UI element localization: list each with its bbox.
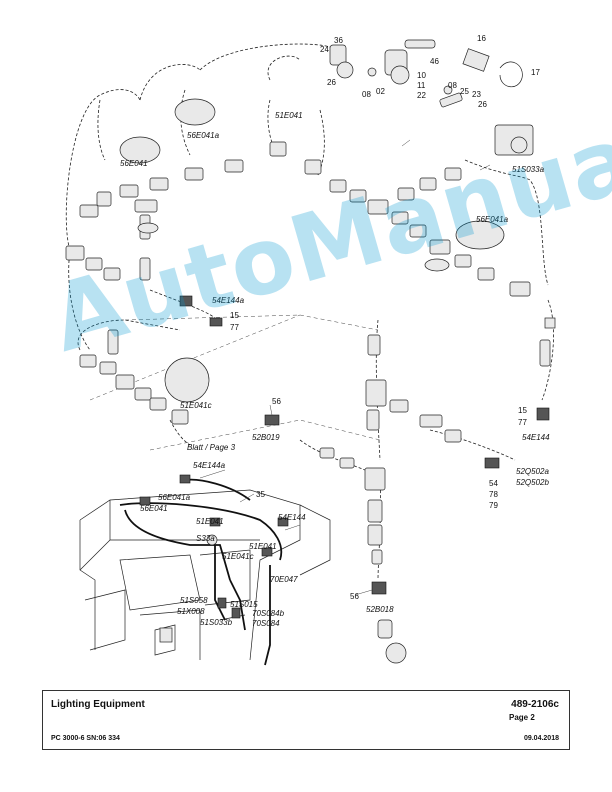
label-56E041: 56E041 (120, 159, 148, 168)
label-52B019: 52B019 (252, 433, 280, 442)
label-52B018: 52B018 (366, 605, 394, 614)
label-54E144-b: 54E144 (278, 513, 306, 522)
label-22: 22 (417, 91, 426, 100)
label-56-b: 56 (350, 592, 359, 601)
label-54E144a-b: 54E144a (193, 461, 226, 470)
label-35: 35 (256, 490, 265, 499)
model-serial: PC 3000-6 SN:06 334 (51, 735, 120, 742)
machine-body (79, 489, 331, 661)
label-08-b: 08 (448, 81, 457, 90)
parts-diagram: 36 24 26 46 10 11 22 08 02 16 17 08 25 2… (65, 34, 556, 666)
label-51S033a: 51S033a (512, 165, 545, 174)
label-51E041c: 51E041c (180, 401, 212, 410)
document-code: 489-2106c (511, 699, 559, 710)
label-51S033b: 51S033b (200, 618, 233, 627)
label-70E047: 70E047 (270, 575, 298, 584)
label-51X008: 51X008 (177, 607, 205, 616)
label-15: 15 (230, 311, 239, 320)
label-77-b: 77 (518, 418, 527, 427)
label-51S058: 51S058 (180, 596, 208, 605)
label-70S084b: 70S084b (252, 609, 285, 618)
label-51E041c-b: 51E041c (222, 552, 254, 561)
label-26-b: 26 (478, 100, 487, 109)
label-17: 17 (531, 68, 540, 77)
document-date: 09.04.2018 (523, 735, 559, 742)
label-10: 10 (417, 71, 426, 80)
label-51E041-c: 51E041 (249, 542, 277, 551)
label-51E041-b: 51E041 (196, 517, 224, 526)
label-77: 77 (230, 323, 239, 332)
label-26: 26 (327, 78, 336, 87)
label-S33a: S33a (196, 534, 215, 543)
label-23: 23 (472, 90, 481, 99)
upper-fitting-row (65, 141, 531, 297)
label-51S015: 51S015 (230, 600, 258, 609)
label-54E144: 54E144 (522, 433, 550, 442)
label-52Q502a: 52Q502a (516, 467, 549, 476)
small-parts-cluster (329, 39, 523, 108)
label-51E041: 51E041 (275, 111, 303, 120)
label-56E041a-b: 56E041a (158, 493, 191, 502)
label-54E144a: 54E144a (212, 296, 245, 305)
switch-box (494, 124, 534, 156)
label-78: 78 (489, 490, 498, 499)
label-52Q502b: 52Q502b (516, 478, 549, 487)
label-54: 54 (489, 479, 498, 488)
label-36: 36 (334, 36, 343, 45)
page-number: Page 2 (509, 713, 535, 722)
label-56: 56 (272, 397, 281, 406)
label-70S084: 70S084 (252, 619, 280, 628)
lower-fitting-row (79, 329, 462, 565)
label-25: 25 (460, 87, 469, 96)
label-46: 46 (430, 57, 439, 66)
wiring-harness (119, 474, 289, 666)
connectors (171, 295, 556, 664)
label-02: 02 (376, 87, 385, 96)
label-15-b: 15 (518, 406, 527, 415)
label-24: 24 (320, 45, 329, 54)
label-08: 08 (362, 90, 371, 99)
label-56E041a: 56E041a (187, 131, 220, 140)
label-11: 11 (417, 81, 426, 90)
label-16: 16 (477, 34, 486, 43)
title-block: Lighting Equipment 489-2106c Page 2 PC 3… (42, 690, 570, 750)
leader-lines (199, 139, 491, 596)
label-56E041-b: 56E041 (140, 504, 168, 513)
label-56E041a-right: 56E041a (476, 215, 509, 224)
label-79: 79 (489, 501, 498, 510)
part-labels: 36 24 26 46 10 11 22 08 02 16 17 08 25 2… (120, 34, 550, 628)
work-lights (119, 98, 505, 403)
document-title: Lighting Equipment (51, 699, 145, 710)
label-blatt-page-3: Blatt / Page 3 (187, 443, 236, 452)
